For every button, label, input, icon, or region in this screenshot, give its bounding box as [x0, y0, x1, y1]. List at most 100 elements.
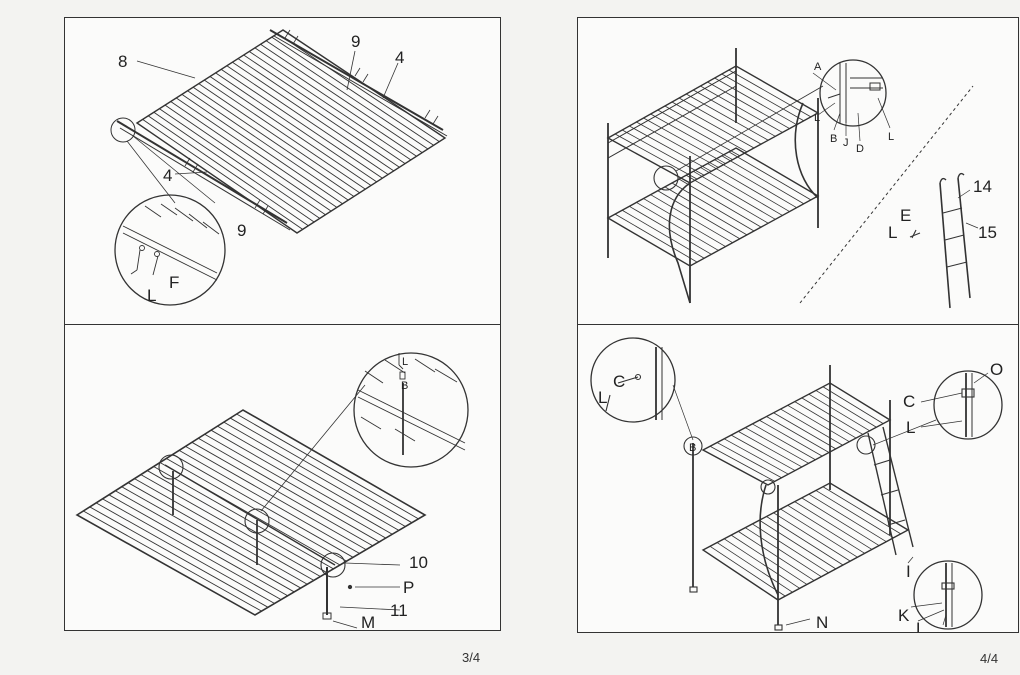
- slat: [693, 89, 776, 137]
- label-b-detail: B: [401, 380, 408, 392]
- slat: [147, 470, 328, 574]
- label-n: N: [816, 613, 828, 632]
- label-d: D: [856, 143, 864, 155]
- label-9-detail: 9: [237, 221, 246, 240]
- slat: [181, 94, 343, 205]
- slat: [153, 466, 334, 570]
- slat: [716, 542, 793, 593]
- slat: [265, 40, 429, 150]
- label-l-bottom: L: [916, 619, 925, 632]
- slat: [142, 119, 303, 230]
- slat: [643, 117, 726, 164]
- slat: [794, 401, 857, 439]
- slat-frame-diagram: 8 9 4 4 9 L F: [110, 29, 448, 306]
- slat: [223, 421, 406, 527]
- slat: [773, 512, 851, 562]
- label-l-left-bottom: L: [598, 388, 607, 407]
- page-3-divider: [65, 324, 500, 325]
- step-final-assembly-panel: C L B C O L I K L N: [578, 325, 1018, 632]
- slat: [636, 202, 719, 251]
- slat: [822, 386, 884, 424]
- slat: [614, 213, 698, 263]
- slat: [664, 105, 748, 153]
- bunk-assembly-diagram: A L B J D L 14 15 E L: [606, 48, 997, 309]
- slat: [172, 454, 354, 558]
- slat: [752, 423, 816, 461]
- label-l-right-bottom: L: [906, 418, 915, 437]
- page-4-divider: [578, 324, 1018, 325]
- slat: [801, 497, 880, 546]
- slat: [95, 502, 275, 604]
- step-slat-frame-panel: 8 9 4 4 9 L F: [65, 18, 500, 324]
- slat: [723, 438, 789, 475]
- slat: [773, 412, 836, 450]
- slat: [176, 97, 338, 208]
- slat: [209, 76, 372, 186]
- slat: [678, 178, 762, 228]
- slat: [707, 81, 790, 129]
- slat: [204, 79, 366, 190]
- slat: [787, 504, 865, 554]
- slat: [147, 115, 309, 227]
- slat: [204, 433, 386, 539]
- label-b-small: B: [689, 442, 696, 454]
- instruction-page-4: A L B J D L 14 15 E L: [510, 0, 1020, 675]
- slat: [115, 490, 295, 593]
- page-number-3: 3/4: [462, 650, 481, 665]
- slat: [766, 516, 844, 566]
- slat: [232, 61, 395, 172]
- slat: [629, 125, 712, 172]
- label-l-ladder: L: [888, 223, 897, 242]
- slat: [277, 33, 440, 143]
- slat: [185, 445, 367, 551]
- slat: [671, 101, 755, 149]
- slat: [159, 108, 321, 219]
- slat: [166, 458, 347, 562]
- label-a: A: [814, 61, 822, 73]
- slat: [738, 431, 803, 468]
- step-legs-panel: L B 10 P 11 M: [65, 325, 500, 630]
- slat: [738, 531, 815, 581]
- label-l-left: L: [814, 112, 820, 124]
- label-c-right: C: [903, 392, 915, 411]
- label-m: M: [361, 613, 375, 630]
- slat: [780, 508, 858, 558]
- slat: [254, 47, 417, 157]
- slat: [759, 419, 823, 457]
- slat: [716, 442, 782, 479]
- slat: [752, 523, 829, 574]
- slat: [164, 104, 326, 216]
- slat: [728, 151, 812, 201]
- slat: [271, 36, 434, 146]
- slat: [709, 545, 786, 597]
- page-3-frame: 8 9 4 4 9 L F: [64, 17, 501, 631]
- slat: [794, 501, 873, 550]
- slat: [671, 182, 755, 232]
- slat: [657, 109, 740, 157]
- slat: [153, 111, 315, 223]
- slat: [815, 490, 894, 539]
- label-k: K: [898, 606, 910, 625]
- slat: [693, 170, 776, 220]
- slat: [220, 68, 383, 179]
- label-l-right: L: [888, 131, 894, 143]
- slat: [808, 393, 870, 432]
- slat: [650, 194, 733, 244]
- slat: [89, 506, 269, 608]
- legs-diagram: L B 10 P 11 M: [75, 352, 469, 630]
- label-l: L: [147, 286, 156, 305]
- label-4-right: 4: [395, 48, 404, 67]
- slat: [664, 186, 748, 236]
- label-j: J: [843, 137, 849, 149]
- slat: [187, 90, 349, 201]
- slat: [745, 427, 809, 464]
- slat: [678, 97, 762, 145]
- slat: [140, 474, 321, 577]
- slat: [102, 498, 282, 601]
- slat: [721, 73, 804, 122]
- slat: [237, 58, 400, 168]
- slat: [801, 397, 864, 435]
- slat: [808, 493, 887, 543]
- slat: [766, 416, 830, 453]
- slat: [198, 83, 360, 194]
